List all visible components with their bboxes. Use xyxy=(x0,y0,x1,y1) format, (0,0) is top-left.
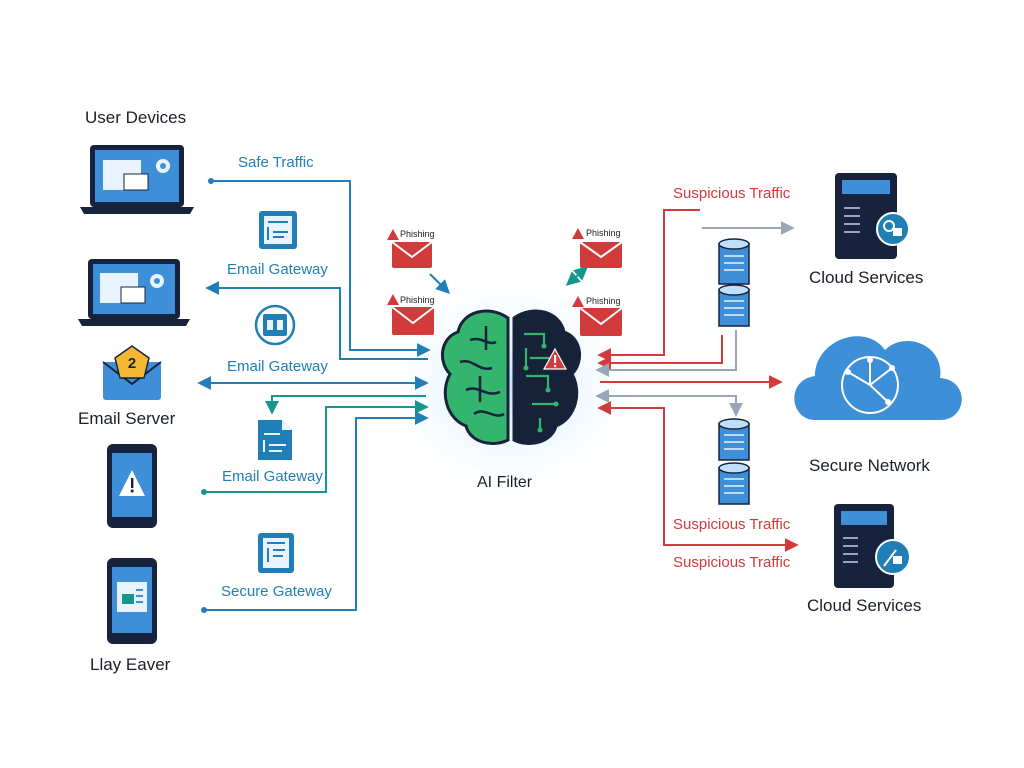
document-icon xyxy=(259,211,297,249)
label-suspicious-traffic-1: Suspicious Traffic xyxy=(673,185,791,202)
label-safe-traffic: Safe Traffic xyxy=(238,154,314,171)
line-safe-traffic xyxy=(211,180,431,357)
label-secure-network: Secure Network xyxy=(809,456,930,475)
server-lock-icon xyxy=(835,173,910,259)
label-cloud-services-1: Cloud Services xyxy=(809,268,924,287)
label-email-gateway-2: Email Gateway xyxy=(227,358,328,375)
phishing-arrow-right xyxy=(565,266,589,286)
cloud-icon xyxy=(794,336,962,420)
label-suspicious-traffic-3: Suspicious Traffic xyxy=(673,554,791,571)
database-icon xyxy=(718,238,750,285)
laptop-icon xyxy=(80,145,194,214)
mail-phone-icon xyxy=(107,558,157,644)
laptop-icon xyxy=(78,259,190,326)
envelope-icon xyxy=(102,345,162,400)
envelope-warning-icon xyxy=(387,294,435,335)
label-phishing-3: Phishing xyxy=(586,228,621,238)
label-email-gateway-3: Email Gateway xyxy=(222,468,323,485)
label-phishing-4: Phishing xyxy=(586,296,621,306)
label-phishing-2: Phishing xyxy=(400,295,435,305)
line-suspicious-1 xyxy=(597,209,700,362)
line-suspicious-2 xyxy=(597,401,799,552)
line-gateway-3 xyxy=(204,400,429,493)
line-gateway-2 xyxy=(265,395,426,415)
left-connectors xyxy=(197,178,589,613)
label-email-gateway-1: Email Gateway xyxy=(227,261,328,278)
envelope-warning-icon xyxy=(572,228,623,268)
right-connectors xyxy=(595,209,799,552)
label-bottom-device: Llay Eaver xyxy=(90,655,171,674)
server-lock-icon xyxy=(834,504,911,588)
envelope-warning-icon xyxy=(387,229,433,268)
panel-icon xyxy=(258,533,294,573)
line-secure-gateway xyxy=(204,411,429,611)
database-icon xyxy=(718,462,750,505)
file-icon xyxy=(258,420,292,460)
database-icon xyxy=(718,418,750,461)
line-gray-1 xyxy=(595,330,737,377)
phishing-arrow-left xyxy=(429,273,450,294)
label-ai-filter: AI Filter xyxy=(477,474,533,491)
email-badge: 2 xyxy=(127,355,137,372)
label-user-devices: User Devices xyxy=(85,108,187,127)
label-suspicious-traffic-2: Suspicious Traffic xyxy=(673,516,791,533)
label-cloud-services-2: Cloud Services xyxy=(807,596,922,615)
lock-doc-icon xyxy=(254,304,296,346)
database-icon xyxy=(718,284,750,327)
line-db-red xyxy=(597,335,723,370)
label-email-server: Email Server xyxy=(78,409,176,428)
label-secure-gateway: Secure Gateway xyxy=(221,583,332,600)
brain-icon xyxy=(441,309,581,445)
warning-phone-icon xyxy=(107,444,157,528)
envelope-warning-icon xyxy=(572,296,623,336)
line-gateway-1 xyxy=(205,281,428,360)
label-phishing-1: Phishing xyxy=(400,229,435,239)
